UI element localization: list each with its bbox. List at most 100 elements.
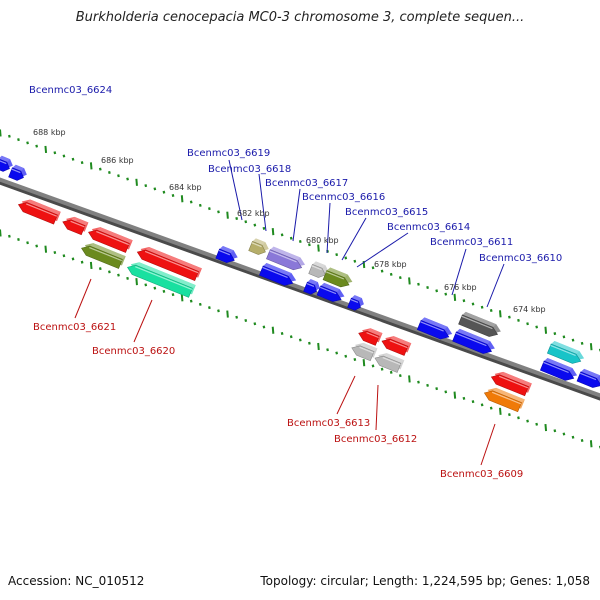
minor-tick [80, 161, 84, 165]
major-tick [499, 310, 502, 318]
gene-label-reverse: Bcenmc03_6609 [440, 469, 523, 480]
major-tick [180, 294, 184, 302]
major-tick [44, 245, 48, 253]
gene-label-forward: Bcenmc03_6624 [29, 85, 112, 96]
major-tick [362, 359, 366, 367]
major-tick [408, 375, 411, 383]
major-tick [0, 229, 2, 237]
minor-tick [280, 233, 284, 237]
minor-tick [262, 226, 266, 230]
minor-tick [508, 413, 511, 417]
major-tick [271, 228, 275, 236]
minor-tick [535, 325, 539, 329]
label-leader [228, 159, 243, 221]
major-tick [0, 129, 2, 137]
label-leader [486, 263, 505, 308]
minor-tick [480, 403, 484, 407]
gene-bar-6618 [266, 246, 306, 271]
scale-label: 682 kbp [237, 209, 270, 218]
minor-tick [17, 138, 20, 142]
minor-tick [344, 256, 348, 260]
map-title: Burkholderia cenocepacia MC0-3 chromosom… [75, 10, 525, 25]
scale-label: 674 kbp [513, 305, 546, 314]
minor-tick [289, 335, 293, 339]
minor-tick [562, 432, 566, 436]
minor-tick [8, 134, 11, 138]
label-leader [292, 188, 301, 242]
gene-label-reverse: Bcenmc03_6613 [287, 418, 370, 429]
gene-bar-6610 [546, 341, 585, 364]
gene-label-forward: Bcenmc03_6616 [302, 192, 385, 203]
minor-tick [580, 341, 584, 345]
minor-tick [189, 200, 193, 204]
gene-arrow [347, 295, 364, 311]
gene-arrow [215, 246, 238, 263]
minor-tick [462, 396, 466, 400]
label-leader [341, 217, 367, 261]
major-tick [226, 310, 229, 318]
minor-tick [398, 276, 402, 280]
major-tick [89, 261, 93, 270]
gene-arrow [416, 317, 453, 340]
gene-arrow [490, 371, 532, 397]
minor-tick [98, 167, 102, 171]
accession-text: Accession: NC_010512 [8, 574, 145, 588]
minor-tick [435, 289, 439, 293]
label-leader [480, 423, 496, 466]
gene-arrow [316, 282, 345, 302]
minor-tick [462, 299, 466, 303]
minor-tick [308, 243, 311, 247]
gene-bar-6616 [322, 267, 353, 288]
minor-tick [353, 357, 357, 361]
minor-tick [26, 241, 29, 245]
minor-tick [471, 302, 475, 306]
minor-tick [198, 302, 202, 306]
minor-tick [217, 210, 220, 214]
major-tick [453, 293, 457, 301]
scale-label: 684 kbp [169, 183, 202, 192]
gene-bar-6612 [374, 353, 405, 373]
minor-tick [253, 322, 257, 326]
minor-tick [435, 387, 439, 391]
gene-bar-6621 [81, 243, 126, 269]
minor-tick [389, 370, 393, 374]
major-tick [544, 326, 548, 334]
minor-tick [98, 267, 102, 271]
label-leader [356, 232, 409, 268]
minor-tick [117, 273, 120, 277]
gene-label-forward: Bcenmc03_6614 [387, 222, 470, 233]
major-tick [317, 244, 320, 252]
minor-tick [371, 364, 375, 368]
label-leader [258, 173, 267, 232]
gene-label-forward: Bcenmc03_6618 [208, 164, 291, 175]
minor-tick [262, 325, 266, 329]
minor-tick [8, 234, 11, 238]
minor-tick [335, 253, 339, 257]
gene-bar-6619 [248, 238, 269, 255]
minor-tick [389, 272, 393, 276]
gene-arrow [0, 155, 13, 172]
minor-tick [71, 257, 75, 261]
minor-tick [426, 286, 429, 290]
gene-arrow [258, 263, 297, 286]
label-leader [336, 375, 356, 415]
major-tick [589, 440, 593, 448]
gene-bar-6620 [126, 262, 196, 298]
gene-bar-6609 [483, 387, 525, 413]
major-tick [453, 391, 457, 399]
minor-tick [35, 244, 39, 248]
gene-features [0, 155, 600, 413]
minor-tick [162, 190, 166, 194]
minor-tick [471, 400, 475, 404]
minor-tick [380, 269, 384, 273]
scale-label: 686 kbp [101, 156, 134, 165]
minor-tick [553, 332, 557, 336]
minor-tick [62, 154, 66, 158]
minor-tick [571, 435, 575, 439]
minor-tick [117, 174, 120, 178]
gene-labels: Bcenmc03_6624Bcenmc03_6619Bcenmc03_6618B… [29, 85, 562, 480]
major-tick [135, 278, 138, 286]
minor-tick [244, 319, 248, 323]
